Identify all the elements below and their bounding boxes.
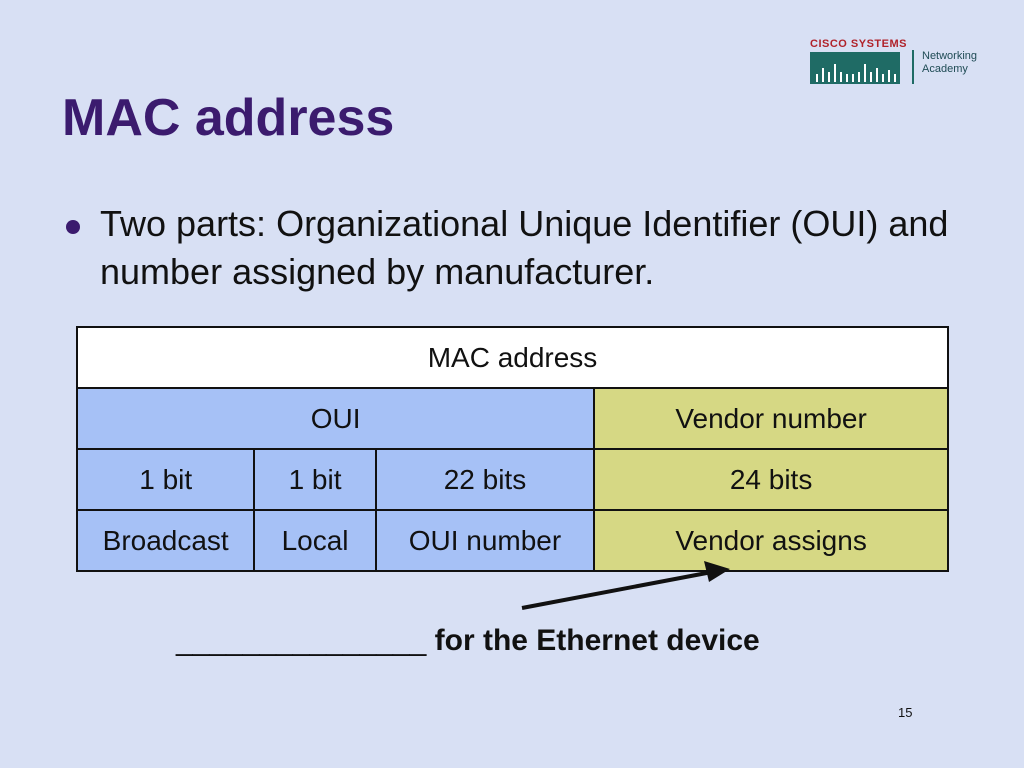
- logo-academy-text: Networking Academy: [922, 50, 977, 76]
- table-row: 1 bit 1 bit 22 bits 24 bits: [75, 448, 949, 511]
- oui-cell: OUI: [75, 387, 596, 450]
- table-cell: 1 bit: [253, 448, 377, 511]
- logo-line1: Networking: [922, 50, 978, 62]
- table-cell: 24 bits: [593, 448, 949, 511]
- bullet-dot-icon: [66, 220, 80, 234]
- table-cell: OUI number: [374, 509, 596, 572]
- caption-text: for the Ethernet device: [434, 624, 760, 657]
- logo-divider: [912, 50, 914, 84]
- mac-address-table: MAC address OUI Vendor number 1 bit 1 bi…: [75, 326, 949, 572]
- table-row: Broadcast Local OUI number Vendor assign…: [75, 509, 949, 572]
- bullet-text: Two parts: Organizational Unique Identif…: [100, 203, 949, 292]
- table-cell: 22 bits: [374, 448, 596, 511]
- caption: _______________ for the Ethernet device: [176, 624, 760, 658]
- caption-blank: _______________: [176, 624, 427, 657]
- cisco-bars-icon: [810, 52, 900, 84]
- table-row: MAC address: [76, 326, 949, 389]
- cisco-logo: CISCO SYSTEMS Networking Academy: [808, 38, 998, 86]
- table-cell: Vendor assigns: [593, 509, 949, 572]
- table-cell: 1 bit: [75, 448, 256, 511]
- table-header-cell: MAC address: [76, 326, 949, 389]
- logo-brand: CISCO SYSTEMS: [810, 38, 907, 50]
- table-cell: Local: [253, 509, 377, 572]
- page-number: 15: [898, 705, 913, 720]
- logo-line2: Academy: [922, 63, 968, 75]
- slide-title: MAC address: [62, 89, 395, 147]
- vendor-number-cell: Vendor number: [593, 387, 949, 450]
- table-row: OUI Vendor number: [75, 387, 949, 450]
- table-cell: Broadcast: [75, 509, 256, 572]
